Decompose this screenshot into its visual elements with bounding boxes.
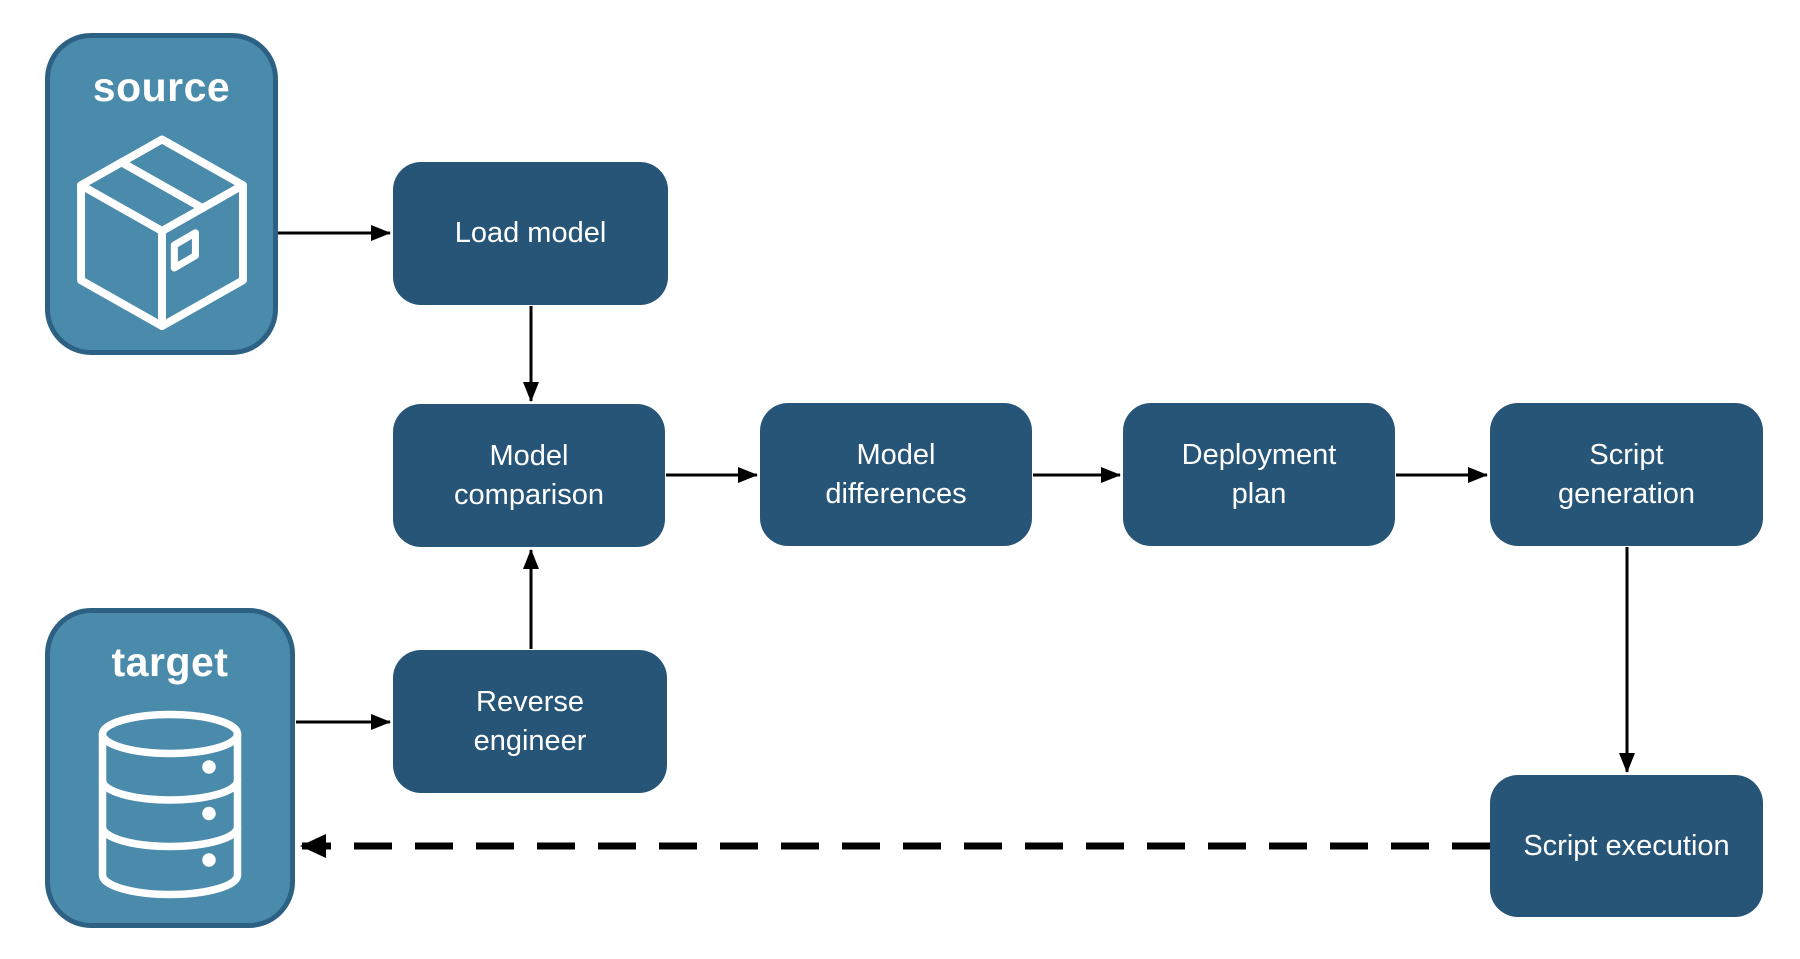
node-label: Model comparison	[454, 440, 604, 511]
node-label: Model differences	[825, 439, 967, 510]
node-label: Deployment plan	[1181, 439, 1337, 510]
source-label: source	[92, 64, 231, 110]
node-model-differences: Model differences	[760, 403, 1032, 546]
node-label: Load model	[454, 217, 607, 250]
node-load-model: Load model	[393, 162, 668, 305]
node-label: Reverse engineer	[473, 686, 587, 757]
database-icon	[50, 686, 290, 923]
node-script-execution: Script execution	[1490, 775, 1763, 917]
node-reverse-engineer: Reverse engineer	[393, 650, 667, 793]
node-label: Script generation	[1557, 439, 1696, 510]
target-label: target	[111, 639, 229, 685]
node-script-generation: Script generation	[1490, 403, 1763, 546]
endpoint-source: source	[45, 33, 278, 355]
package-icon	[50, 111, 273, 350]
node-model-comparison: Model comparison	[393, 404, 665, 547]
node-label: Script execution	[1523, 829, 1730, 862]
node-deployment-plan: Deployment plan	[1123, 403, 1395, 546]
endpoint-target: target	[45, 608, 295, 928]
